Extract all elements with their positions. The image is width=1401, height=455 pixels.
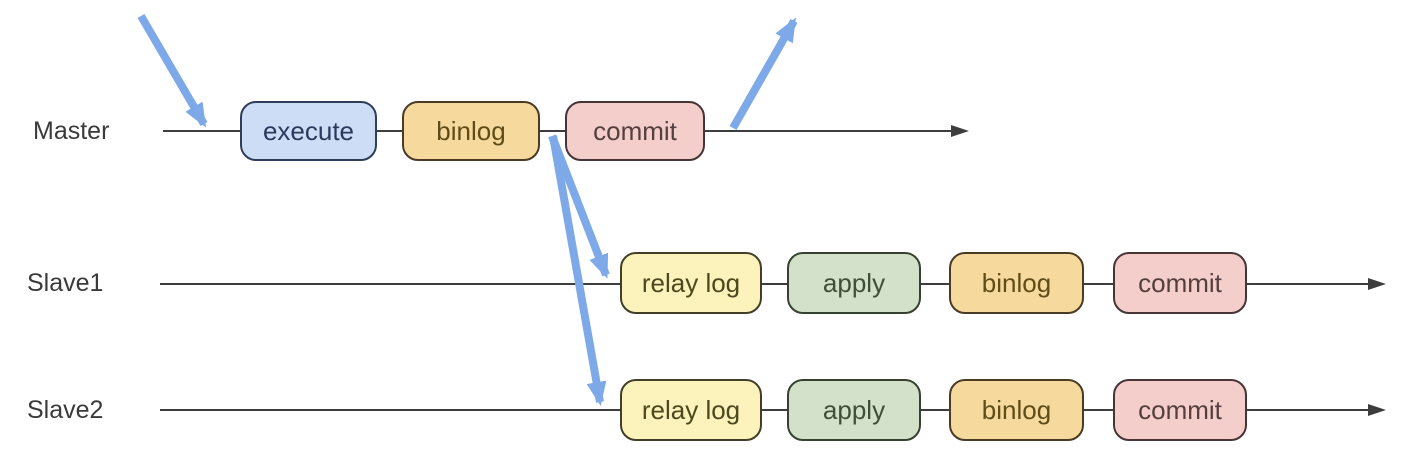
commit-ack-arrow xyxy=(729,17,798,130)
node-slave2-binlog: binlog xyxy=(949,379,1084,441)
node-master-binlog: binlog xyxy=(402,101,540,161)
row-label-slave1: Slave1 xyxy=(27,269,104,297)
incoming-request-arrow xyxy=(137,13,208,128)
binlog-to-slave2-arrow xyxy=(549,135,607,406)
node-slave2-commit: commit xyxy=(1113,379,1247,441)
node-slave1-relay-log: relay log xyxy=(620,252,762,314)
node-slave1-commit: commit xyxy=(1113,252,1247,314)
node-slave1-binlog: binlog xyxy=(949,252,1084,314)
node-slave2-apply: apply xyxy=(787,379,921,441)
row-label-slave2: Slave2 xyxy=(27,396,104,424)
node-master-commit: commit xyxy=(565,101,705,161)
node-master-execute: execute xyxy=(240,101,377,161)
node-slave2-relay-log: relay log xyxy=(620,379,762,441)
node-slave1-apply: apply xyxy=(787,252,921,314)
row-label-master: Master xyxy=(33,117,110,145)
